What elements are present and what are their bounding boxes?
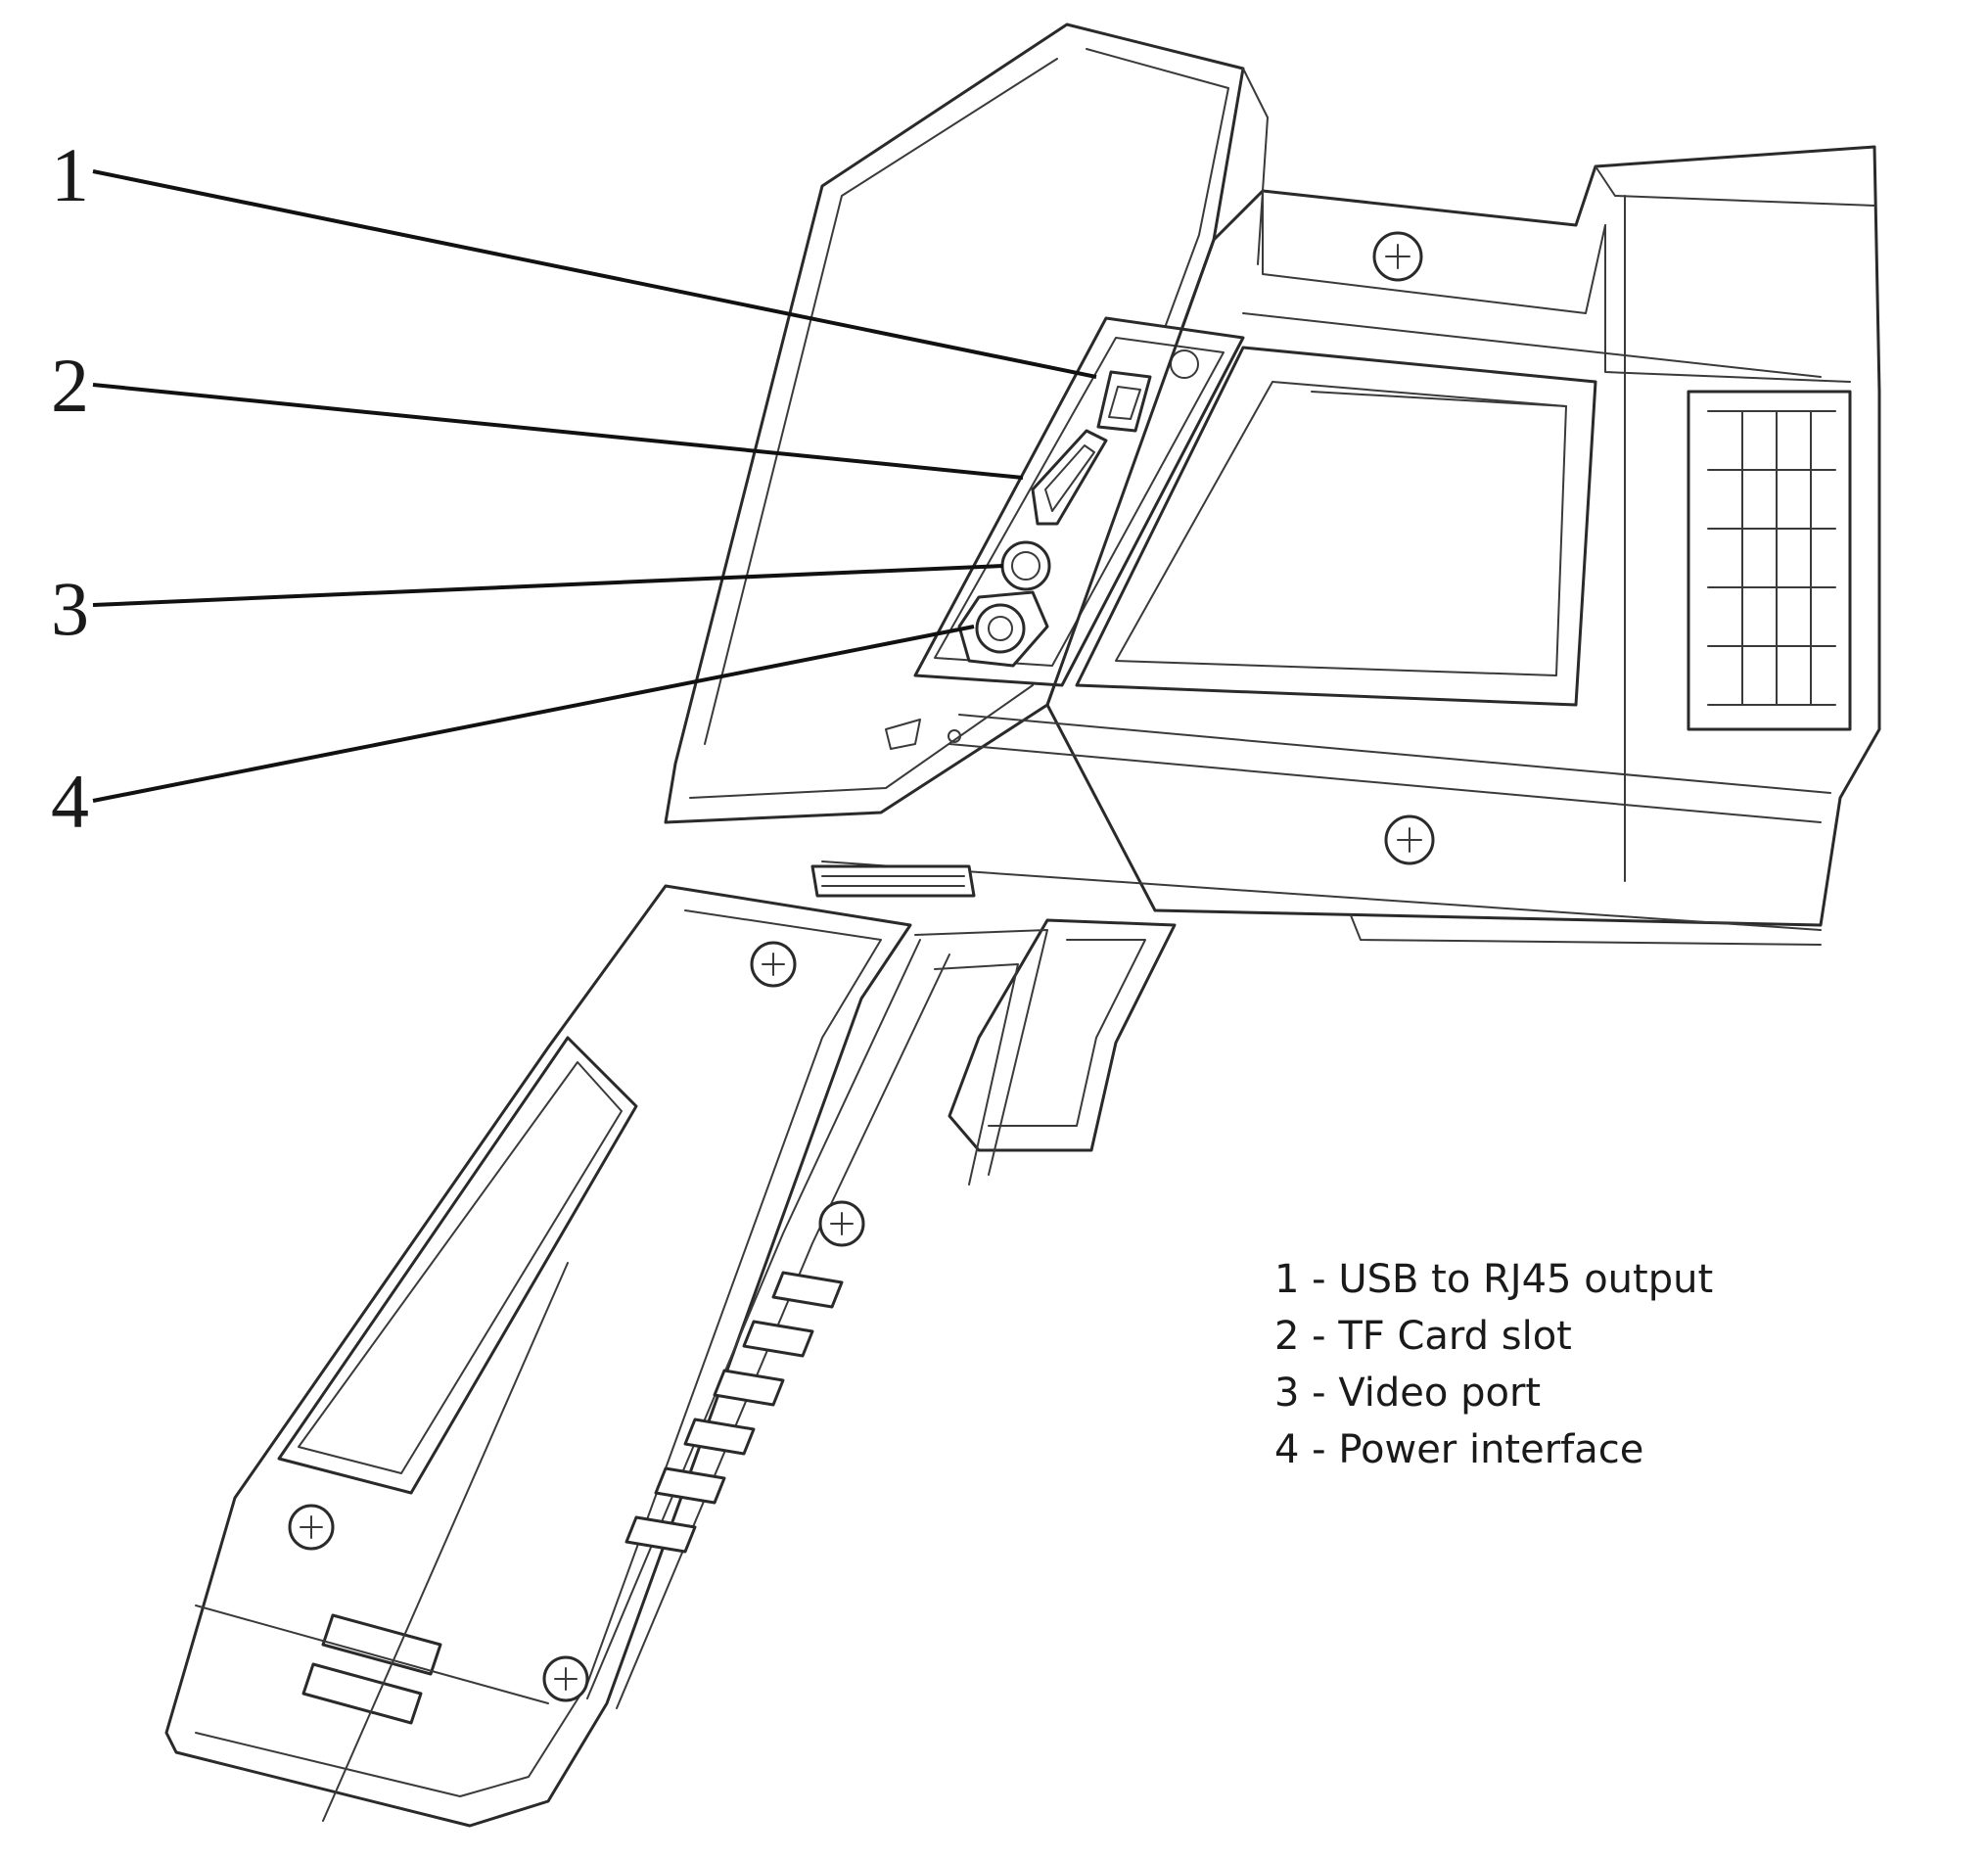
callout-numbers: 1 2 3 4 xyxy=(51,132,89,844)
legend-item-power: 4 - Power interface xyxy=(1274,1427,1644,1472)
callout-number-3: 3 xyxy=(51,566,89,651)
leader-lines xyxy=(92,169,1097,803)
legend: 1 - USB to RJ45 output 2 - TF Card slot … xyxy=(1274,1251,1713,1478)
legend-item-video: 3 - Video port xyxy=(1274,1371,1542,1416)
screw-icon xyxy=(818,1200,865,1247)
power-port xyxy=(957,590,1049,668)
video-port xyxy=(1000,540,1051,591)
trigger xyxy=(914,918,1177,1186)
tf-card-slot xyxy=(1031,429,1108,526)
legend-item-usb: 1 - USB to RJ45 output xyxy=(1274,1257,1714,1302)
port-panel xyxy=(913,316,1245,687)
screw-icon xyxy=(1384,814,1435,865)
camera-body xyxy=(810,145,1881,946)
callout-number-1: 1 xyxy=(51,132,89,217)
grip-slots xyxy=(624,1271,844,1554)
callout-number-4: 4 xyxy=(51,759,89,844)
legend-item-tf-card: 2 - TF Card slot xyxy=(1274,1314,1572,1359)
leader-line-2 xyxy=(92,383,1024,480)
leader-line-3 xyxy=(92,564,1004,607)
leader-line-4 xyxy=(92,625,975,803)
screw-icon xyxy=(288,1504,335,1551)
callout-number-2: 2 xyxy=(51,343,89,428)
screw-icon xyxy=(542,1655,589,1702)
screw-icon xyxy=(1372,231,1423,282)
screw-icon xyxy=(750,941,797,988)
side-ribs xyxy=(1687,390,1852,731)
handle xyxy=(164,884,950,1828)
leader-line-1 xyxy=(92,169,1097,379)
usb-to-rj45-port xyxy=(1096,349,1199,433)
